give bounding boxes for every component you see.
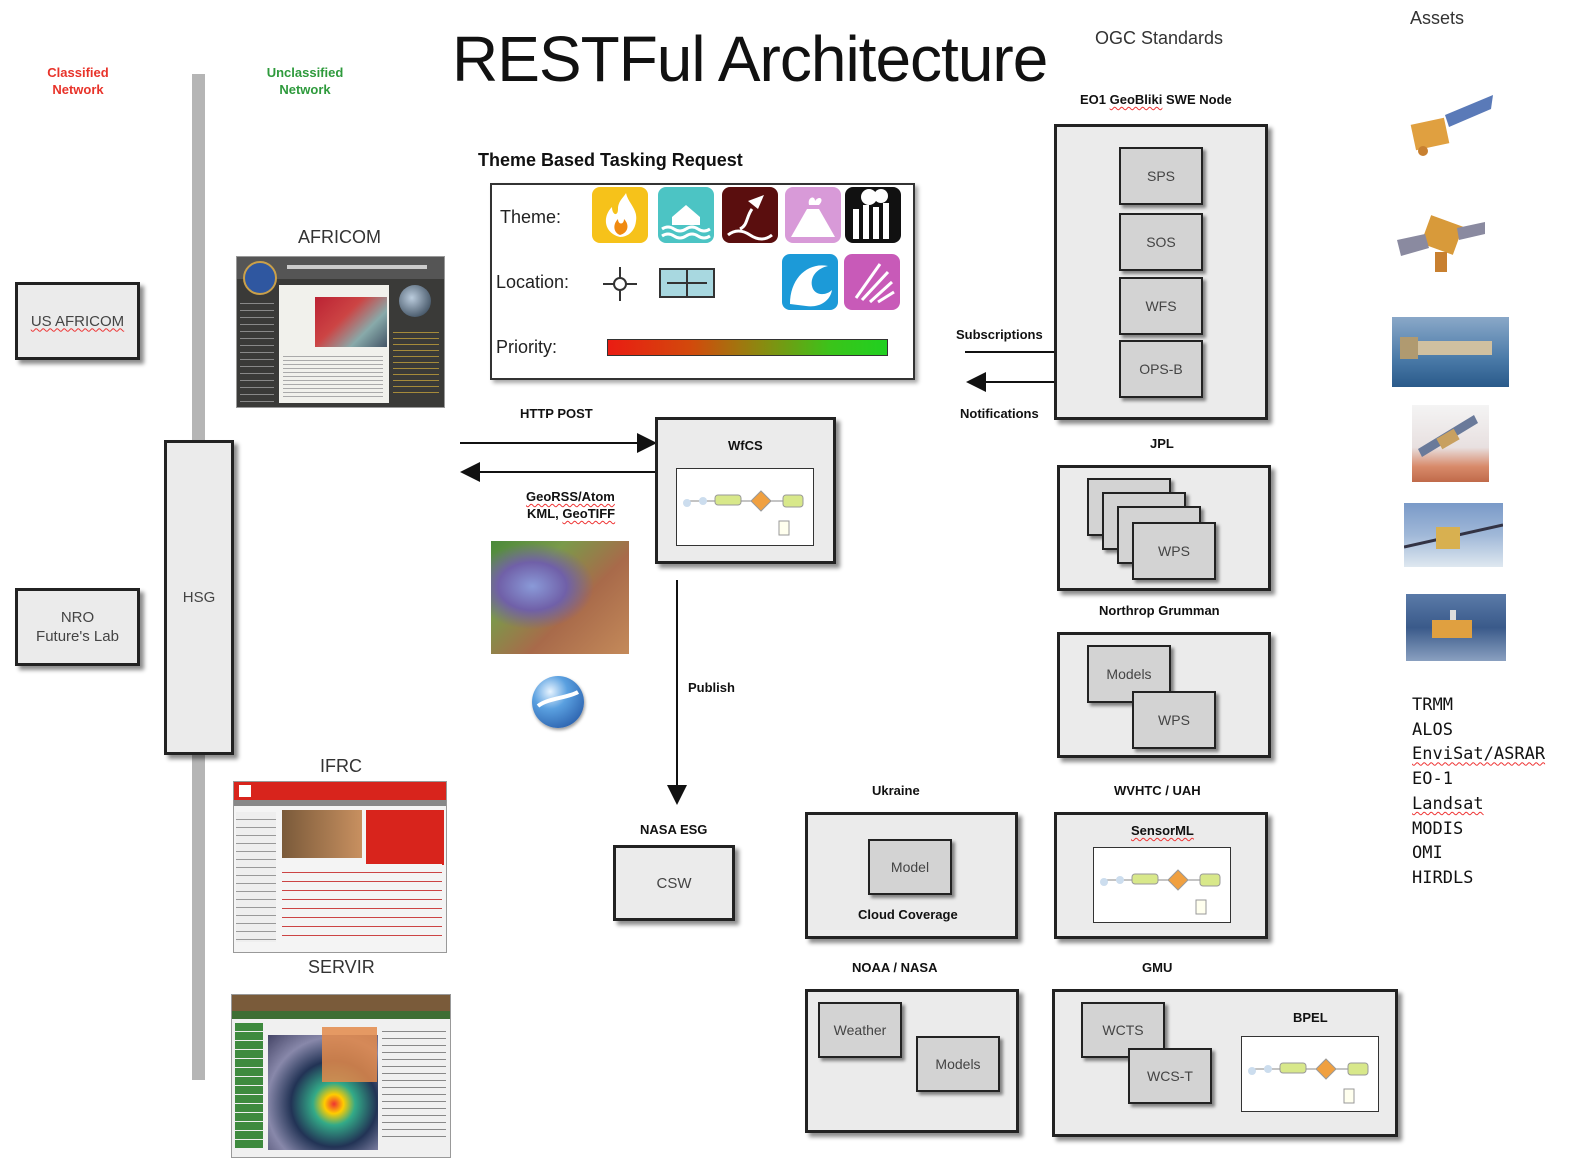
jpl-wps-service[interactable]: WPS — [1132, 522, 1216, 580]
asset-item: ALOS — [1412, 719, 1453, 740]
satellite-image-1 — [1405, 95, 1495, 161]
bpel-workflow-diagram — [1241, 1036, 1379, 1112]
priority-gradient-bar[interactable] — [607, 339, 888, 356]
wfs-service[interactable]: WFS — [1119, 277, 1203, 335]
africom-portal-screenshot — [236, 256, 445, 408]
satellite-image-2 — [1395, 200, 1487, 276]
sps-service[interactable]: SPS — [1119, 147, 1203, 205]
ogc-standards-label: OGC Standards — [1095, 28, 1224, 48]
asset-item: HIRDLS — [1412, 867, 1474, 888]
jpl-box: WPS — [1057, 465, 1271, 591]
cloud-coverage-caption: Cloud Coverage — [858, 907, 958, 922]
jpl-title: JPL — [1150, 436, 1174, 451]
bpel-label: BPEL — [1293, 1010, 1328, 1025]
asset-item: MODIS — [1412, 818, 1464, 839]
asset-item: OMI — [1412, 843, 1443, 864]
nro-box: NRO Future's Lab — [15, 588, 140, 666]
hsg-box: HSG — [164, 440, 234, 755]
subscriptions-label: Subscriptions — [956, 327, 1043, 342]
asset-item: EnviSat/ASRAR — [1412, 744, 1546, 765]
satellite-image-3 — [1392, 317, 1509, 387]
eo1-node-title: EO1 GeoBliki SWE Node — [1080, 92, 1232, 107]
eo1-node-box: SPS SOS WFS OPS-B — [1054, 124, 1268, 420]
northrop-box: Models WPS — [1057, 632, 1271, 758]
ifrc-portal-title: IFRC — [320, 756, 362, 776]
servir-portal-title: SERVIR — [308, 957, 375, 977]
smokestack-icon[interactable] — [845, 187, 901, 243]
noaa-box: Weather Models — [805, 989, 1019, 1133]
satellite-image-4 — [1412, 405, 1489, 482]
us-africom-label: US AFRICOM — [30, 312, 125, 330]
volcano-icon[interactable] — [785, 187, 841, 243]
theme-label: Theme: — [500, 207, 562, 227]
sos-service[interactable]: SOS — [1119, 213, 1203, 271]
asset-list: TRMM ALOS EnviSat/ASRAR EO-1 Landsat MOD… — [1412, 693, 1545, 891]
csw-box: CSW — [613, 845, 735, 921]
satellite-image-6 — [1406, 594, 1506, 661]
gmu-box: WCTS WCS-T BPEL — [1052, 989, 1398, 1137]
wfcs-label: WfCS — [728, 438, 763, 453]
asset-item: Landsat — [1412, 793, 1484, 814]
asset-item: EO-1 — [1412, 769, 1453, 790]
noaa-title: NOAA / NASA — [852, 960, 938, 975]
ops-b-service[interactable]: OPS-B — [1119, 340, 1203, 398]
tasking-title: Theme Based Tasking Request — [478, 150, 743, 170]
wvhtc-box: SensorML — [1054, 812, 1268, 939]
fire-icon[interactable] — [592, 187, 648, 243]
classified-network-label: Classified Network — [47, 65, 109, 97]
unclassified-network-label: Unclassified Network — [266, 65, 344, 97]
us-africom-box: US AFRICOM — [15, 282, 140, 360]
georss-label: GeoRSS/Atom — [526, 489, 615, 504]
nasa-esg-title: NASA ESG — [640, 822, 708, 837]
bbox-location-icon[interactable] — [659, 268, 715, 298]
wvhtc-title: WVHTC / UAH — [1114, 783, 1201, 798]
http-post-label: HTTP POST — [520, 406, 593, 421]
fire-scar-imagery — [491, 541, 629, 654]
ukraine-model-service[interactable]: Model — [868, 839, 952, 895]
sensorml-label: SensorML — [1131, 823, 1194, 838]
location-label: Location: — [496, 272, 570, 292]
ifrc-portal-screenshot — [233, 781, 447, 953]
northrop-wps-service[interactable]: WPS — [1132, 691, 1216, 749]
wfcs-box: WfCS — [655, 417, 836, 564]
notifications-label: Notifications — [960, 406, 1039, 421]
weather-service[interactable]: Weather — [818, 1002, 902, 1058]
page-title: RESTFul Architecture — [452, 23, 1048, 95]
africom-portal-title: AFRICOM — [298, 227, 381, 247]
satellite-image-5 — [1403, 503, 1504, 567]
northrop-title: Northrop Grumman — [1099, 603, 1220, 618]
volcano-lava-icon[interactable] — [722, 187, 778, 243]
google-earth-icon[interactable] — [532, 676, 584, 728]
wfcs-workflow-diagram — [676, 468, 814, 546]
wave-icon[interactable] — [782, 254, 838, 310]
storm-icon[interactable] — [844, 254, 900, 310]
asset-item: TRMM — [1412, 695, 1453, 715]
ukraine-box: Model Cloud Coverage — [805, 812, 1018, 939]
kml-geotiff-label: KML, GeoTIFF — [527, 506, 616, 521]
publish-label: Publish — [688, 680, 735, 695]
servir-portal-screenshot — [231, 994, 451, 1158]
sensorml-workflow-diagram — [1093, 847, 1231, 923]
gmu-title: GMU — [1142, 960, 1173, 975]
point-location-icon[interactable] — [603, 267, 637, 301]
priority-label: Priority: — [496, 337, 558, 357]
wcs-t-service[interactable]: WCS-T — [1128, 1048, 1212, 1104]
assets-label: Assets — [1410, 8, 1465, 28]
flood-house-icon[interactable] — [658, 187, 714, 243]
noaa-models-service[interactable]: Models — [916, 1036, 1000, 1092]
ukraine-title: Ukraine — [872, 783, 920, 798]
